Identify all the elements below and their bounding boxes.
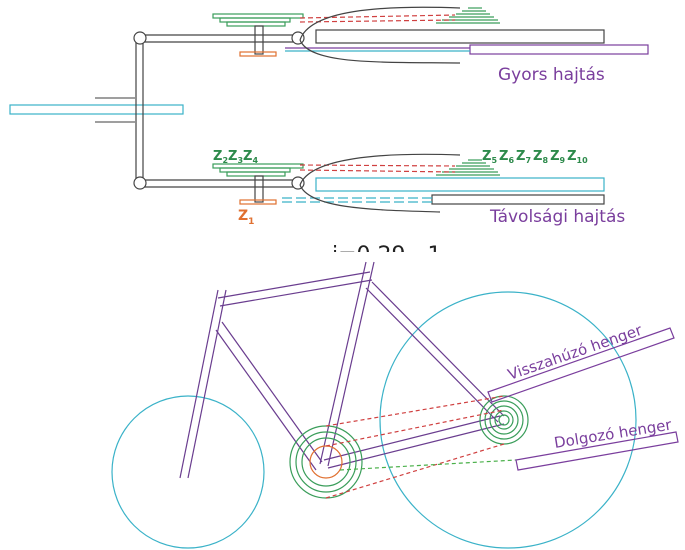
lower-gear-stack-left [212, 163, 304, 177]
upper-cylinder-dark [315, 29, 605, 44]
upper-chain-red [299, 14, 456, 19]
top-schematic [9, 6, 649, 213]
upper-z1-gear [239, 51, 277, 57]
upper-pivot-left [133, 31, 147, 45]
frame [179, 261, 505, 479]
lower-gear-cluster-right [436, 159, 500, 176]
upper-pivot-right [291, 31, 305, 45]
return-cylinder-label: Visszahúzó henger [505, 321, 645, 384]
front-wheel [111, 395, 265, 549]
fast-drive-label: Gyors hajtás [498, 65, 605, 85]
lower-link-curve [299, 184, 441, 213]
ratio-fragment: i=0,29…1 [332, 243, 442, 268]
z1-label: Z1 [238, 208, 254, 227]
linkage-vertical [135, 37, 144, 185]
lower-pivot-left [133, 176, 147, 190]
working-cylinder [515, 431, 679, 471]
input-shaft [9, 104, 184, 115]
lower-pivot-right [291, 176, 305, 190]
lower-hub [254, 175, 264, 203]
bicycle [111, 261, 679, 549]
lower-link-curve [299, 153, 461, 186]
chain-green [339, 459, 517, 471]
upper-link-curve [299, 39, 461, 64]
long-distance-drive-label: Távolsági hajtás [489, 207, 625, 227]
chain-inner [325, 409, 505, 447]
chain-lower [325, 443, 505, 499]
lower-cylinder-cyan [315, 177, 605, 192]
upper-hub [254, 25, 264, 55]
lower-cylinder-dark [431, 194, 605, 205]
upper-gear-cluster-right [436, 7, 500, 24]
upper-cylinder-purple [469, 44, 649, 55]
lower-chain-red [299, 169, 456, 173]
upper-gear-stack-left [212, 13, 304, 27]
chain-upper [325, 395, 505, 427]
lower-z1-gear [239, 199, 277, 205]
z-left-label: Z2Z3Z4 [213, 149, 258, 165]
rear-cassette [479, 395, 529, 445]
rear-wheel [379, 291, 637, 549]
upper-link-curve [299, 6, 461, 41]
return-cylinder [487, 327, 675, 403]
upper-chain-red [299, 19, 456, 23]
